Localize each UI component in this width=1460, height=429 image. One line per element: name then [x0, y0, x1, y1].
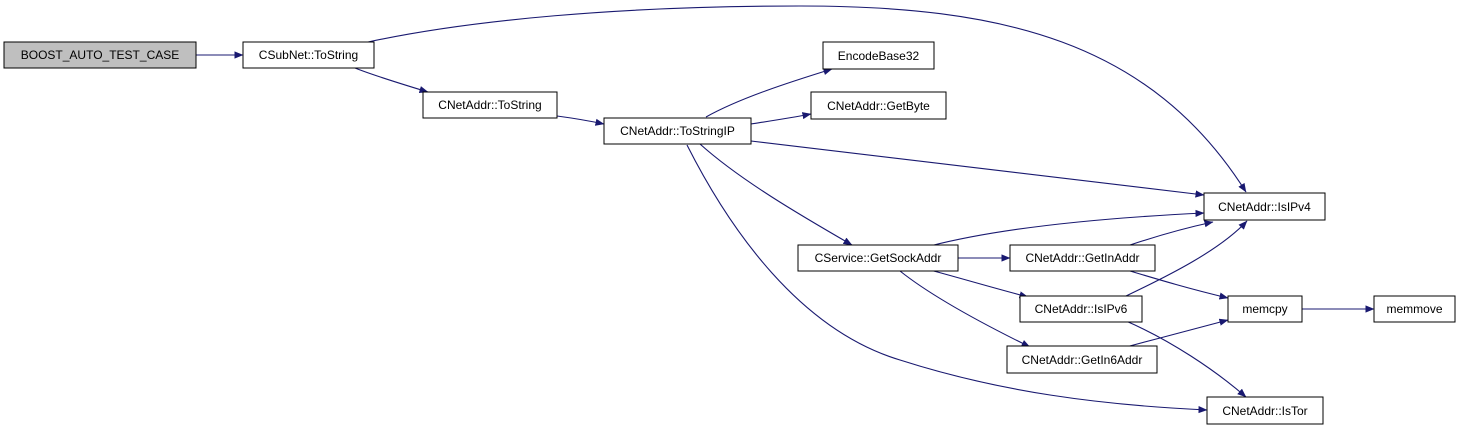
node-cnetaddr-istor[interactable]: CNetAddr::IsTor [1206, 396, 1324, 425]
edge-csubnet_tostring-cnetaddr_tostring [354, 67, 429, 93]
edge-cnetaddr_tostringip-cnetaddr_isipv4 [750, 140, 1205, 198]
node-box [603, 117, 752, 145]
node-cnetaddr-tostring[interactable]: CNetAddr::ToString [422, 91, 558, 119]
edge-cnetaddr_getinaddr-cnetaddr_isipv4 [1129, 220, 1214, 246]
node-label: memcpy [1242, 302, 1287, 316]
node-label: CSubNet::ToString [259, 48, 358, 62]
node-cnetaddr-isipv4[interactable]: CNetAddr::IsIPv4 [1203, 192, 1326, 221]
edge-cnetaddr_getin6addr-memcpy [1125, 318, 1229, 348]
node-box [1019, 295, 1143, 323]
node-memmove[interactable]: memmove [1373, 295, 1456, 323]
node-box [810, 91, 947, 120]
edge-cnetaddr_tostringip-encodebase32 [705, 68, 833, 118]
node-cnetaddr-tostringip[interactable]: CNetAddr::ToStringIP [603, 117, 752, 145]
node-label: memmove [1386, 302, 1442, 316]
node-box [1206, 396, 1324, 425]
edge-cnetaddr_tostringip-cnetaddr_istor [686, 144, 1208, 414]
node-label: CNetAddr::ToStringIP [620, 124, 735, 138]
node-box [422, 91, 558, 119]
node-box [1227, 295, 1303, 323]
node-cnetaddr-getbyte[interactable]: CNetAddr::GetByte [810, 91, 947, 120]
node-csubnet-tostring[interactable]: CSubNet::ToString [242, 41, 375, 69]
node-cnetaddr-getin6addr[interactable]: CNetAddr::GetIn6Addr [1006, 345, 1158, 374]
function-nodes: BOOST_AUTO_TEST_CASE CSubNet::ToString C… [3, 41, 1456, 425]
edge-cservice_getsockaddr-cnetaddr_isipv6 [929, 269, 1029, 299]
node-label: CNetAddr::IsIPv6 [1035, 302, 1128, 316]
node-cnetaddr-getinaddr[interactable]: CNetAddr::GetInAddr [1009, 244, 1156, 272]
node-label: EncodeBase32 [838, 49, 920, 63]
call-edges [196, 5, 1375, 414]
node-label: CNetAddr::GetIn6Addr [1022, 353, 1143, 367]
edge-cnetaddr_tostring-cnetaddr_tostringip [556, 115, 605, 126]
node-boost-auto-test-case[interactable]: BOOST_AUTO_TEST_CASE [3, 41, 197, 69]
node-label: CNetAddr::IsIPv4 [1218, 200, 1311, 214]
node-box [3, 41, 197, 69]
node-label: CNetAddr::ToString [438, 98, 541, 112]
edge-cnetaddr_getinaddr-memcpy [1129, 270, 1229, 300]
node-box [1006, 345, 1158, 374]
edge-cnetaddr_tostringip-cnetaddr_getbyte [750, 112, 812, 125]
node-label: CNetAddr::GetByte [827, 99, 930, 113]
node-box [1373, 295, 1456, 323]
edge-cservice_getsockaddr-cnetaddr_isipv4 [929, 209, 1205, 247]
edge-cnetaddr_tostringip-cservice_getsockaddr [699, 143, 853, 246]
edge-cnetaddr_isipv6-cnetaddr_istor [1125, 320, 1247, 398]
node-label: CService::GetSockAddr [815, 251, 942, 265]
node-cnetaddr-isipv6[interactable]: CNetAddr::IsIPv6 [1019, 295, 1143, 323]
node-box [1203, 192, 1326, 221]
node-label: CNetAddr::GetInAddr [1025, 251, 1139, 265]
node-label: BOOST_AUTO_TEST_CASE [21, 48, 180, 62]
node-box [1009, 244, 1156, 272]
edge-cnetaddr_isipv6-cnetaddr_isipv4 [1125, 220, 1248, 297]
edge-cservice_getsockaddr-cnetaddr_getin6addr [899, 270, 1031, 348]
node-memcpy[interactable]: memcpy [1227, 295, 1303, 323]
node-box [242, 41, 375, 69]
node-cservice-getsockaddr[interactable]: CService::GetSockAddr [797, 244, 959, 272]
node-box [797, 244, 959, 272]
node-box [822, 41, 935, 70]
node-encodebase32[interactable]: EncodeBase32 [822, 41, 935, 70]
node-label: CNetAddr::IsTor [1222, 404, 1307, 418]
edge-csubnet_tostring-cnetaddr_isipv4 [367, 5, 1247, 193]
